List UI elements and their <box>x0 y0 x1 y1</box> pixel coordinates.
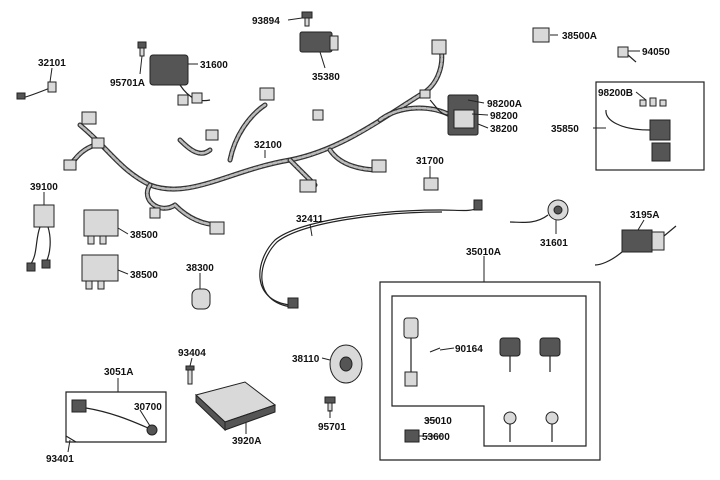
battery-cable-icon <box>259 199 483 309</box>
label-3195A: 3195A <box>630 210 659 221</box>
label-38500A: 38500A <box>562 31 597 42</box>
screw-icon <box>65 435 77 443</box>
lock-set-box <box>379 281 601 461</box>
sensor-set-box <box>65 391 167 443</box>
label-30700: 30700 <box>134 402 162 413</box>
label-35380: 35380 <box>312 72 340 83</box>
label-53600: 53600 <box>422 432 450 443</box>
label-3920A: 3920A <box>232 436 261 447</box>
fuse-block-icon <box>429 94 479 136</box>
bolt-icon <box>301 11 313 27</box>
key-icon <box>539 337 561 372</box>
label-98200: 98200 <box>490 111 518 122</box>
bolt-icon <box>324 396 336 412</box>
label-31601: 31601 <box>540 238 568 249</box>
label-38200: 38200 <box>490 124 518 135</box>
label-98200B: 98200B <box>598 88 633 99</box>
key-icon <box>499 337 521 372</box>
label-98200A: 98200A <box>487 99 522 110</box>
label-3051A: 3051A <box>104 367 133 378</box>
label-31600: 31600 <box>200 60 228 71</box>
regulator-icon <box>149 54 211 106</box>
label-35850: 35850 <box>551 124 579 135</box>
label-95701A: 95701A <box>110 78 145 89</box>
horn-icon <box>329 344 363 384</box>
ecu-icon <box>194 381 277 432</box>
label-32411: 32411 <box>296 214 324 225</box>
connector-icon <box>63 39 447 235</box>
key-icon <box>503 411 517 442</box>
label-93401: 93401 <box>46 454 74 465</box>
label-32100: 32100 <box>254 140 282 151</box>
label-38500-upper: 38500 <box>130 230 158 241</box>
label-38110: 38110 <box>292 354 320 365</box>
bolt-icon <box>185 365 195 385</box>
leader-lines <box>43 17 647 453</box>
lock-clip-icon <box>404 429 420 443</box>
relay-icon <box>81 254 119 290</box>
label-31700: 31700 <box>416 156 444 167</box>
label-39100: 39100 <box>30 182 58 193</box>
connector-icon <box>617 46 637 63</box>
starter-relay-box <box>595 81 705 171</box>
bolt-icon <box>137 41 147 57</box>
label-38500-lower: 38500 <box>130 270 158 281</box>
relay-icon <box>605 97 671 162</box>
sensor-icon <box>423 177 439 191</box>
label-94050: 94050 <box>642 47 670 58</box>
label-32101: 32101 <box>38 58 66 69</box>
screw-icon <box>429 347 441 353</box>
sensor-icon <box>16 81 57 100</box>
lock-cylinder-icon <box>403 317 419 387</box>
label-35010: 35010 <box>424 416 452 427</box>
ignition-switch-icon <box>509 199 569 224</box>
relay-icon <box>594 225 677 266</box>
wiring-harness-icon <box>67 42 453 228</box>
label-93894: 93894 <box>252 16 280 27</box>
label-93404: 93404 <box>178 348 206 359</box>
label-90164: 90164 <box>455 344 483 355</box>
label-35010A: 35010A <box>466 247 501 258</box>
sensor-icon <box>191 288 211 310</box>
relay-icon <box>532 27 550 43</box>
lock-subset-box <box>391 295 587 447</box>
relay-icon <box>26 204 55 272</box>
connector-icon <box>299 31 339 53</box>
key-icon <box>545 411 559 442</box>
label-38300: 38300 <box>186 263 214 274</box>
relay-icon <box>83 209 119 245</box>
sensor-icon <box>71 399 158 436</box>
label-95701: 95701 <box>318 422 346 433</box>
